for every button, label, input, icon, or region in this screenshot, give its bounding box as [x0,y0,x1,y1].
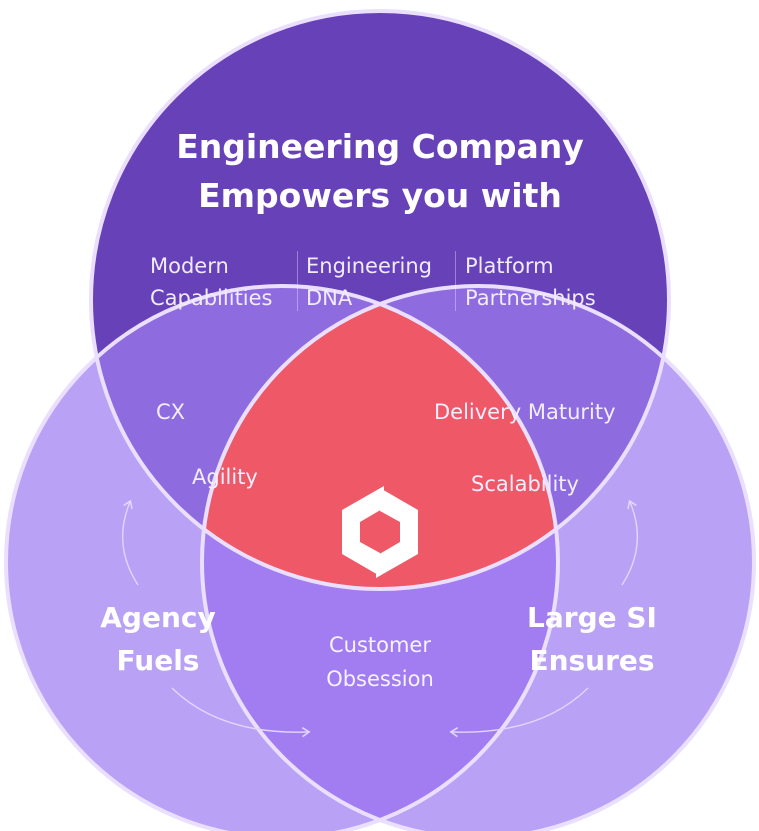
ensures-line: Ensures [529,644,655,677]
capability-platform: Platform Partnerships [465,250,596,314]
left-up-arrow-icon [121,499,139,586]
capability-line: Platform [465,254,554,278]
large-si-ensures-label: Large SI Ensures [510,596,674,682]
scalability-label: Scalability [471,472,579,496]
customer-line: Customer [328,633,431,657]
large-si-line: Large SI [527,601,657,634]
capability-line: DNA [306,286,353,310]
agility-label: Agility [192,465,258,489]
fuels-line: Fuels [116,644,200,677]
capability-engineering: Engineering DNA [306,250,432,314]
capability-divider [297,251,298,311]
brand-logo-icon [342,486,418,578]
capability-divider [455,251,456,311]
capability-line: Capabilities [150,286,273,310]
capability-line: Partnerships [465,286,596,310]
capability-modern: Modern Capabilities [150,250,273,314]
customer-obsession-label: Customer Obsession [300,628,460,696]
agency-line: Agency [100,601,216,634]
capability-line: Modern [150,254,229,278]
right-left-arrow-icon [449,687,589,738]
center-overlap [202,286,558,589]
delivery-maturity-label: Delivery Maturity [434,400,616,424]
title-line-1: Engineering Company [176,127,584,166]
cx-label: CX [156,400,186,424]
right-up-arrow-icon [621,499,639,586]
agency-fuels-label: Agency Fuels [78,596,238,682]
left-right-arrow-icon [171,687,311,738]
obsession-line: Obsession [326,667,434,691]
top-circle-title: Engineering Company Empowers you with [60,122,700,220]
capability-line: Engineering [306,254,432,278]
title-line-2: Empowers you with [198,176,562,215]
